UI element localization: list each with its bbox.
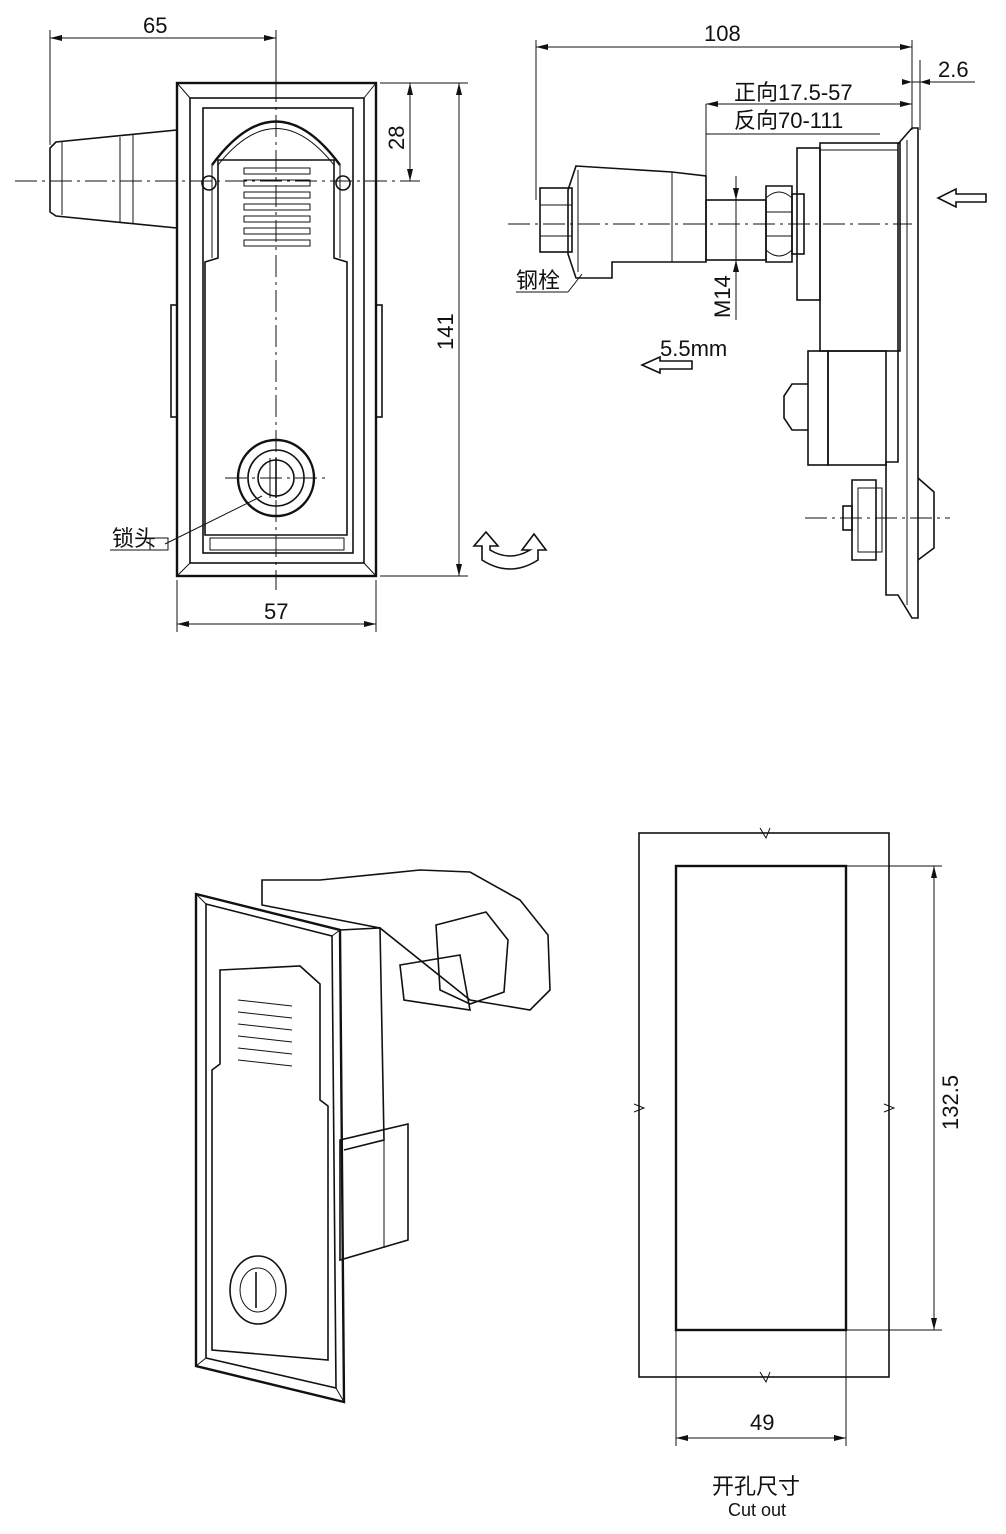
side-view: 108 2.6 正向17.5-57 反向70-111 bbox=[508, 21, 987, 619]
label-bolt: 钢栓 bbox=[516, 268, 560, 293]
dim-cutout-height: 132.5 bbox=[938, 1075, 963, 1130]
dim-width-top: 65 bbox=[143, 13, 167, 38]
iso-lock-icon bbox=[229, 1255, 287, 1325]
cutout-title-en: Cut out bbox=[728, 1500, 786, 1520]
label-forward: 正向17.5-57 bbox=[734, 80, 853, 105]
dim-height-total: 141 bbox=[433, 313, 458, 350]
dim-height-top: 28 bbox=[384, 126, 409, 150]
cutout-view: 132.5 49 开孔尺寸 Cut out bbox=[633, 827, 963, 1520]
label-lock: 锁头 bbox=[112, 526, 156, 551]
label-thread: M14 bbox=[710, 275, 735, 318]
iso-grip-slots bbox=[237, 999, 293, 1067]
push-arrow-icon bbox=[936, 187, 987, 209]
grip-slots bbox=[243, 167, 311, 247]
isometric-view bbox=[194, 869, 551, 1404]
dim-length: 108 bbox=[704, 21, 741, 46]
label-reverse: 反向70-111 bbox=[734, 108, 843, 133]
front-view: 锁头 65 28 141 57 bbox=[15, 13, 548, 632]
label-stroke: 5.5mm bbox=[660, 336, 727, 361]
rotate-arrow-icon bbox=[472, 530, 548, 570]
dim-thickness: 2.6 bbox=[938, 57, 969, 82]
dim-width-bottom: 57 bbox=[264, 599, 288, 624]
cutout-title-cn: 开孔尺寸 bbox=[712, 1474, 800, 1499]
dim-cutout-width: 49 bbox=[750, 1410, 774, 1435]
